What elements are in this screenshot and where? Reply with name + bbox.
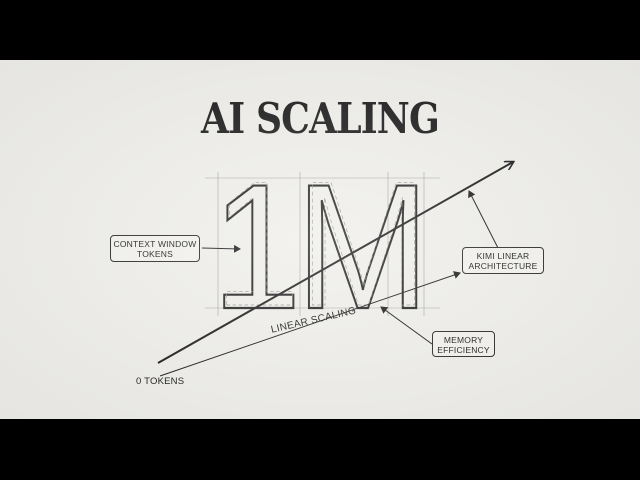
kimi-line1: KIMI LINEAR <box>476 251 530 261</box>
memory-efficiency-label: MEMORY EFFICIENCY <box>432 331 495 357</box>
letterbox-top <box>0 0 640 60</box>
kimi-line2: ARCHITECTURE <box>468 261 538 271</box>
construction-guides <box>205 172 440 316</box>
context-window-line1: CONTEXT WINDOW <box>113 239 197 249</box>
linear-scaling-arrow <box>159 271 461 377</box>
big-number-outline: 1M <box>212 147 424 346</box>
memory-line2: EFFICIENCY <box>437 345 490 355</box>
scaling-arrow <box>157 162 513 364</box>
scaling-diagram: 1M 1M <box>157 144 640 377</box>
memory-pointer <box>380 306 433 345</box>
context-window-line2: TOKENS <box>137 249 173 259</box>
kimi-linear-label: KIMI LINEAR ARCHITECTURE <box>462 247 544 274</box>
kimi-pointer <box>468 190 499 249</box>
sketch-canvas: AI SCALING 1M 1M <box>0 60 640 419</box>
page-title: AI SCALING <box>201 94 440 143</box>
context-pointer <box>201 244 241 253</box>
letterbox-bottom <box>0 419 640 480</box>
context-window-label: CONTEXT WINDOW TOKENS <box>110 235 200 262</box>
memory-line1: MEMORY <box>443 335 484 345</box>
zero-tokens-label: 0 TOKENS <box>136 376 185 387</box>
